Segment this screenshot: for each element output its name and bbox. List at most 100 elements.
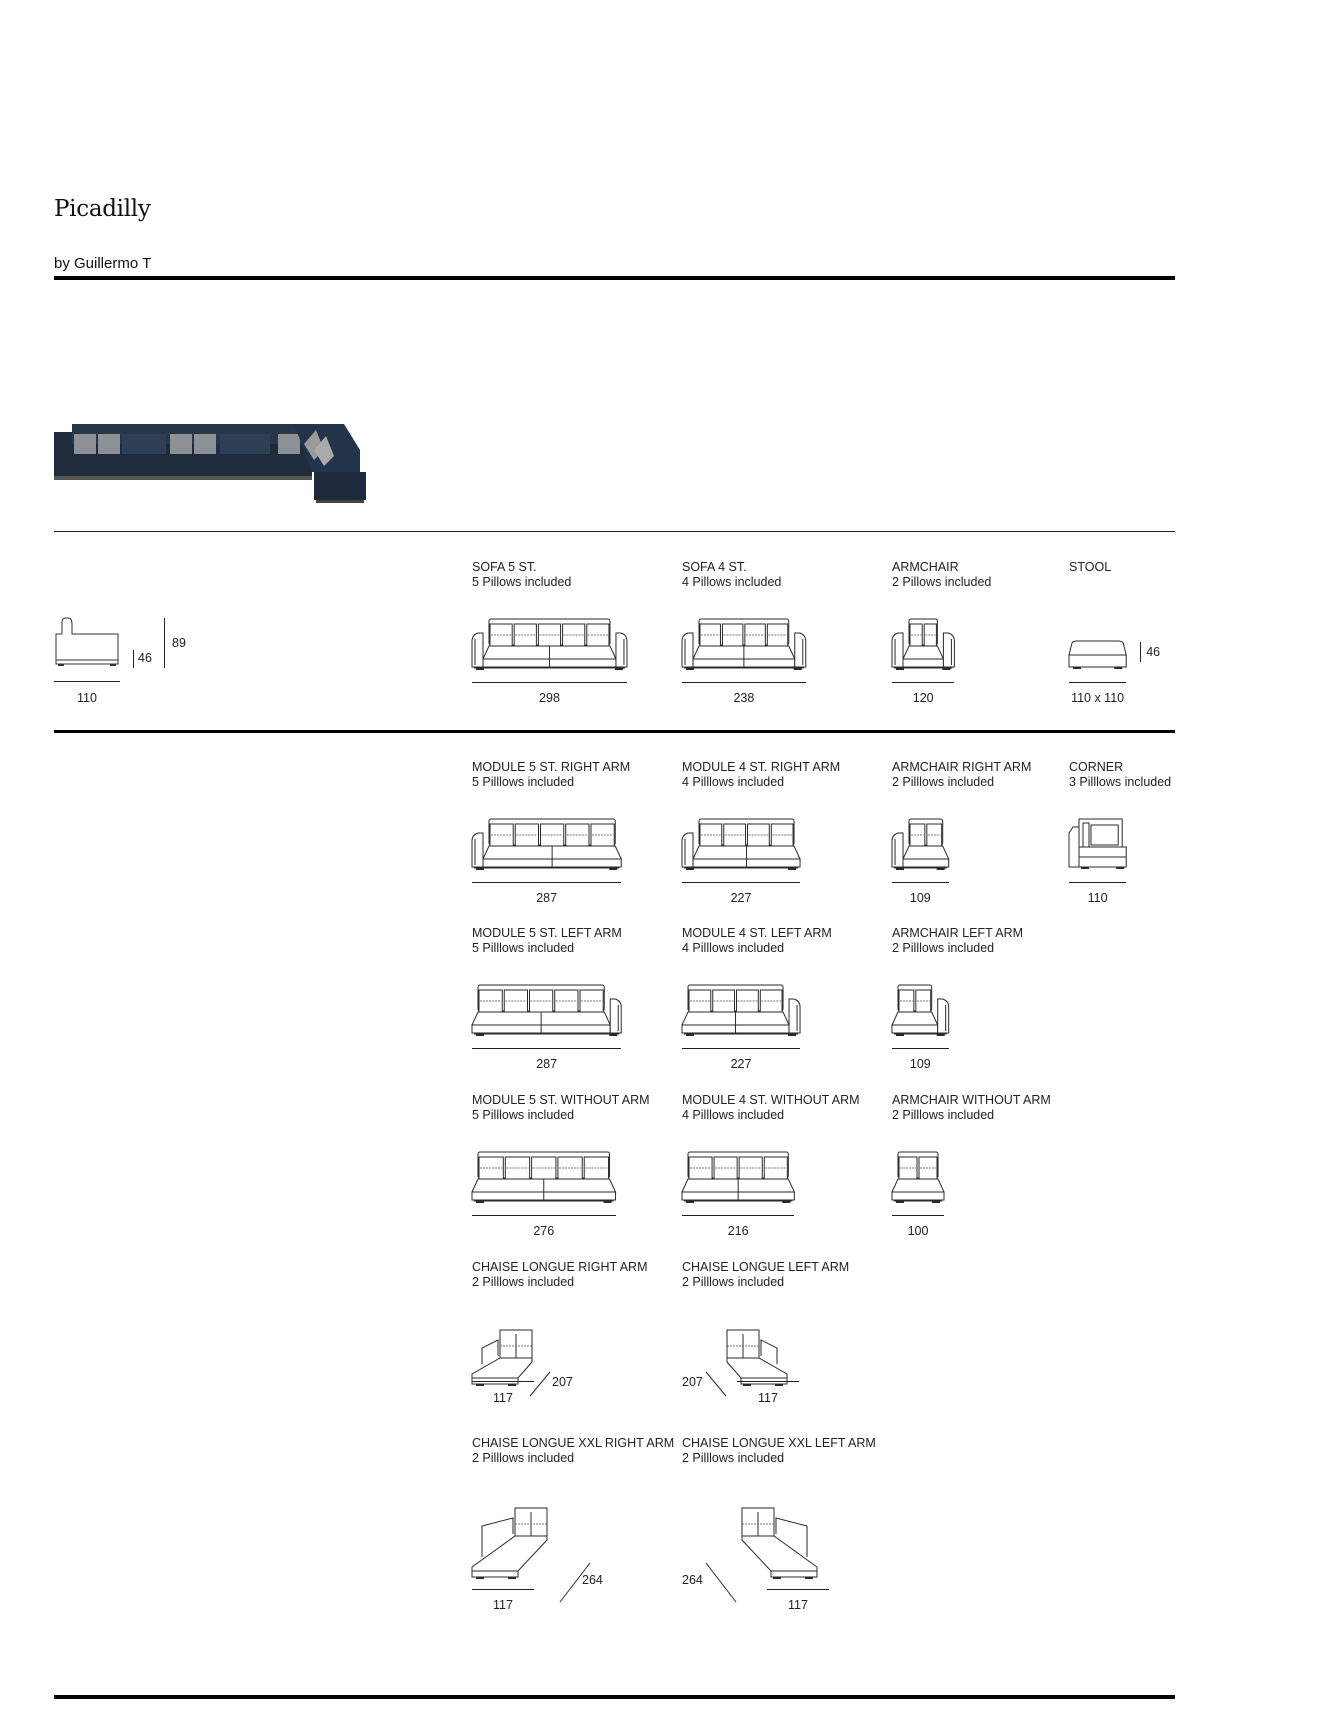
width-dimension: 117 <box>758 1391 778 1405</box>
depth-dimension-line <box>705 1371 727 1397</box>
width-dimension-line <box>682 882 801 883</box>
width-dimension: 100 <box>907 1224 929 1238</box>
width-dimension: 227 <box>730 1057 752 1071</box>
depth-dimension: 264 <box>682 1573 703 1587</box>
width-dimension-line <box>472 882 622 883</box>
width-dimension-line <box>767 1589 829 1590</box>
total-height-line <box>164 618 165 668</box>
width-dimension-line <box>472 682 627 683</box>
width-dimension: 110 x 110 <box>1071 691 1125 705</box>
width-dimension-line <box>892 882 949 883</box>
pillows-note: 5 Pillows included <box>472 575 572 589</box>
width-dimension-line <box>682 1048 801 1049</box>
width-dimension-line <box>472 1215 616 1216</box>
pillows-note: 5 Pilllows included <box>472 1108 575 1122</box>
height-dimension-line <box>1140 642 1142 662</box>
width-dimension: 298 <box>539 691 560 705</box>
module-name: MODULE 5 ST. LEFT ARM <box>472 926 622 940</box>
designer-byline: by Guillermo T <box>54 255 152 272</box>
pillows-note: 5 Pilllows included <box>472 775 575 789</box>
width-dimension: 117 <box>788 1598 808 1612</box>
width-dimension: 287 <box>536 891 558 905</box>
width-dimension: 117 <box>493 1598 513 1612</box>
photo-divider <box>54 531 1175 532</box>
sofa-drawing <box>471 984 622 1036</box>
pillows-note: 2 Pilllows included <box>892 941 995 955</box>
module-name: CHAISE LONGUE RIGHT ARM <box>472 1260 648 1274</box>
width-dimension: 238 <box>733 691 755 705</box>
sofa-drawing <box>681 1151 796 1203</box>
width-dimension: 227 <box>730 891 752 905</box>
module-item: STOOL 110 x 110 46 <box>1068 560 1274 720</box>
module-name: MODULE 5 ST. RIGHT ARM <box>472 760 631 774</box>
corner-drawing <box>1068 818 1127 869</box>
product-title: Picadilly <box>54 196 151 222</box>
module-item: SOFA 5 ST.5 Pillows included 298 <box>471 560 677 720</box>
pillows-note: 4 Pilllows included <box>682 775 785 789</box>
pillows-note: 4 Pilllows included <box>682 941 785 955</box>
width-dimension: 120 <box>912 691 934 705</box>
width-dimension-line <box>472 1589 534 1590</box>
depth-dimension: 207 <box>682 1375 703 1389</box>
width-dimension: 110 <box>1087 891 1108 905</box>
height-dimension: 46 <box>1146 645 1161 659</box>
section-divider <box>54 730 1175 733</box>
sofa-drawing <box>681 984 801 1036</box>
chaise-drawing <box>726 1329 788 1386</box>
width-dimension: 287 <box>536 1057 558 1071</box>
sofa-drawing <box>891 1151 945 1203</box>
width-dimension: 109 <box>909 1057 931 1071</box>
module-name: MODULE 4 ST. LEFT ARM <box>682 926 832 940</box>
sofa-drawing <box>891 984 950 1036</box>
sofa-drawing <box>891 618 955 670</box>
chaise-drawing <box>471 1329 533 1386</box>
module-name: STOOL <box>1069 560 1112 574</box>
module-name: ARMCHAIR LEFT ARM <box>892 926 1024 940</box>
width-dimension: 117 <box>493 1391 513 1405</box>
depth-dimension-line <box>54 681 120 682</box>
pillows-note: 2 Pilllows included <box>682 1275 785 1289</box>
footer-divider <box>54 1695 1175 1699</box>
module-name: SOFA 5 ST. <box>472 560 537 574</box>
sofa-drawing <box>471 1151 617 1203</box>
pillows-note: 2 Pilllows included <box>892 1108 995 1122</box>
depth-dimension: 110 <box>77 691 97 705</box>
module-name: ARMCHAIR WITHOUT ARM <box>892 1093 1051 1107</box>
pillows-note: 2 Pilllows included <box>472 1451 575 1465</box>
width-dimension-line <box>682 682 806 683</box>
pillows-note: 4 Pilllows included <box>682 1108 785 1122</box>
module-name: CHAISE LONGUE XXL LEFT ARM <box>682 1436 876 1450</box>
chaise-drawing <box>471 1507 548 1579</box>
seat-height-dimension: 46 <box>138 651 152 665</box>
width-dimension-line <box>472 1048 622 1049</box>
header-divider <box>54 276 1175 280</box>
width-dimension-line <box>892 682 955 683</box>
pillows-note: 3 Pilllows included <box>1069 775 1172 789</box>
module-name: ARMCHAIR RIGHT ARM <box>892 760 1032 774</box>
pillows-note: 2 Pilllows included <box>892 775 995 789</box>
module-name: CHAISE LONGUE XXL RIGHT ARM <box>472 1436 675 1450</box>
pillows-note: 2 Pilllows included <box>472 1275 575 1289</box>
depth-dimension-line <box>559 1562 591 1603</box>
width-dimension-line <box>892 1048 949 1049</box>
width-dimension-line <box>1069 682 1127 683</box>
depth-dimension: 207 <box>552 1375 573 1389</box>
pillows-note: 2 Pilllows included <box>682 1451 785 1465</box>
width-dimension-line <box>892 1215 944 1216</box>
sofa-drawing <box>471 818 623 870</box>
width-dimension-line <box>1069 882 1127 883</box>
module-name: SOFA 4 ST. <box>682 560 747 574</box>
width-dimension-line <box>682 1215 795 1216</box>
